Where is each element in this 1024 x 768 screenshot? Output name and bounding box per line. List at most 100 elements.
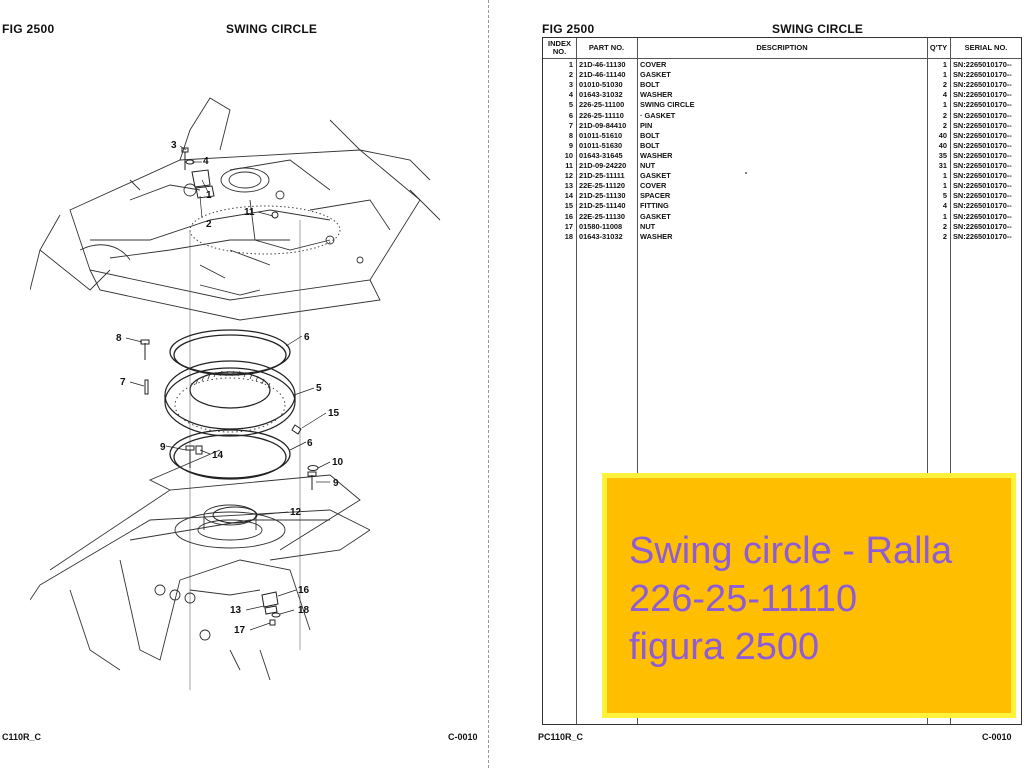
table-cell-idx: 12 [564, 171, 573, 181]
callout-numbers: 1 2 3 4 5 6 6 7 8 9 9 10 11 12 13 14 15 … [116, 140, 344, 636]
leader-lines [125, 145, 331, 631]
header-part-no: PART NO. [588, 43, 625, 52]
table-cell-serial: SN:2265010170-- [953, 110, 1012, 120]
callout-4: 4 [203, 156, 209, 167]
banner-line-figure: figura 2500 [629, 626, 820, 668]
table-cell-part: 21D-25-11111 [579, 171, 625, 181]
table-cell-idx: 1 [568, 60, 573, 69]
column-divider [927, 38, 928, 724]
table-cell-desc: COVER [640, 181, 667, 191]
callout-10: 10 [332, 457, 344, 468]
banner-line-part-number: 226-25-11110 [629, 578, 858, 620]
table-cell-desc: SWING CIRCLE [640, 100, 695, 110]
table-cell-idx: 3 [568, 80, 573, 90]
table-cell-part: 21D-09-84410 [579, 120, 627, 130]
lower-frame-drawing [30, 449, 371, 681]
right-footer-code: C-0010 [982, 732, 1012, 742]
swing-circle-drawing [164, 360, 296, 437]
table-cell-serial: SN:2265010170-- [953, 201, 1012, 211]
table-cell-part: 22E-25-11130 [579, 211, 626, 221]
parts-list-figure-label: FIG 2500 [542, 22, 595, 36]
gasket-ring-lower [169, 429, 291, 480]
table-cell-idx: 13 [564, 181, 573, 191]
table-cell-part: 01643-31645 [579, 150, 623, 160]
callout-14: 14 [212, 450, 224, 461]
table-cell-part: 01011-51610 [579, 130, 623, 140]
table-cell-part: 21D-46-11130 [579, 60, 626, 69]
exploded-parts-diagram: 1 2 3 4 5 6 6 7 8 9 9 10 11 12 13 14 15 … [30, 97, 441, 690]
table-cell-idx: 9 [568, 140, 573, 150]
table-cell-part: 21D-25-11140 [579, 201, 626, 211]
table-cell-part: 22E-25-11120 [579, 181, 626, 191]
table-cell-part: 01643-31032 [579, 90, 623, 100]
table-cell-desc: NUT [640, 221, 656, 231]
table-cell-qty: 4 [942, 201, 947, 211]
table-row: 4 01643-31032 WASHER 4 SN:2265010170-- [543, 90, 1021, 100]
upper-frame-drawing [30, 97, 441, 321]
parts-list-table: INDEX NO. PART NO. DESCRIPTION Q'TY SERI… [542, 37, 1022, 725]
table-cell-desc: BOLT [640, 140, 660, 150]
table-cell-desc: WASHER [640, 150, 673, 160]
table-cell-desc: · GASKET [640, 110, 676, 120]
table-cell-idx: 11 [565, 161, 573, 170]
table-cell-idx: 14 [564, 191, 573, 201]
column-divider [950, 38, 951, 724]
table-cell-idx: 7 [568, 120, 573, 130]
table-cell-idx: 18 [564, 231, 573, 241]
table-cell-part: 226-25-11110 [579, 110, 624, 120]
left-page: FIG 2500 SWING CIRCLE [0, 0, 490, 768]
table-cell-idx: 17 [564, 221, 573, 231]
table-cell-serial: SN:2265010170-- [953, 100, 1012, 110]
callout-1: 1 [206, 190, 212, 201]
table-cell-qty: 40 [938, 140, 947, 150]
column-divider [576, 38, 577, 724]
gasket-ring-upper [169, 329, 291, 376]
table-cell-desc: WASHER [640, 231, 673, 241]
table-cell-qty: 2 [942, 80, 947, 90]
table-cell-serial: SN:2265010170-- [953, 130, 1012, 140]
small-parts [140, 147, 319, 626]
table-cell-desc: COVER [640, 60, 667, 69]
table-cell-serial: SN:2265010170-- [953, 90, 1012, 100]
callout-3: 3 [171, 140, 177, 151]
table-cell-part: 21D-25-11130 [579, 191, 626, 201]
table-cell-desc: WASHER [640, 90, 673, 100]
table-cell-qty: 2 [942, 221, 947, 231]
table-cell-qty: 31 [938, 161, 947, 170]
callout-6-lower: 6 [307, 438, 313, 449]
table-cell-serial: SN:2265010170-- [953, 140, 1012, 150]
table-cell-qty: 40 [938, 130, 947, 140]
table-cell-part: 01010-51030 [579, 80, 623, 90]
table-cell-qty: 4 [942, 90, 947, 100]
table-cell-desc: BOLT [640, 80, 660, 90]
column-divider [637, 38, 638, 724]
table-cell-desc: NUT [640, 161, 656, 170]
table-cell-serial: SN:2265010170-- [953, 191, 1012, 201]
header-index-no: INDEX NO. [548, 39, 571, 56]
table-cell-qty: 1 [942, 171, 947, 181]
table-cell-idx: 4 [568, 90, 573, 100]
callout-15: 15 [328, 408, 340, 419]
callout-18: 18 [298, 605, 310, 616]
left-footer-code: C-0010 [448, 732, 478, 742]
table-cell-idx: 8 [568, 130, 573, 140]
callout-5: 5 [316, 383, 322, 394]
bolt-hole-pattern [189, 205, 341, 255]
table-cell-part: 01580-11008 [579, 221, 623, 231]
stray-mark [745, 172, 747, 174]
table-cell-qty: 1 [942, 70, 947, 80]
callout-7: 7 [120, 377, 126, 388]
table-cell-serial: SN:2265010170-- [953, 231, 1012, 241]
table-cell-qty: 2 [942, 110, 947, 120]
figure-title: SWING CIRCLE [226, 22, 318, 36]
table-cell-idx: 16 [564, 211, 573, 221]
